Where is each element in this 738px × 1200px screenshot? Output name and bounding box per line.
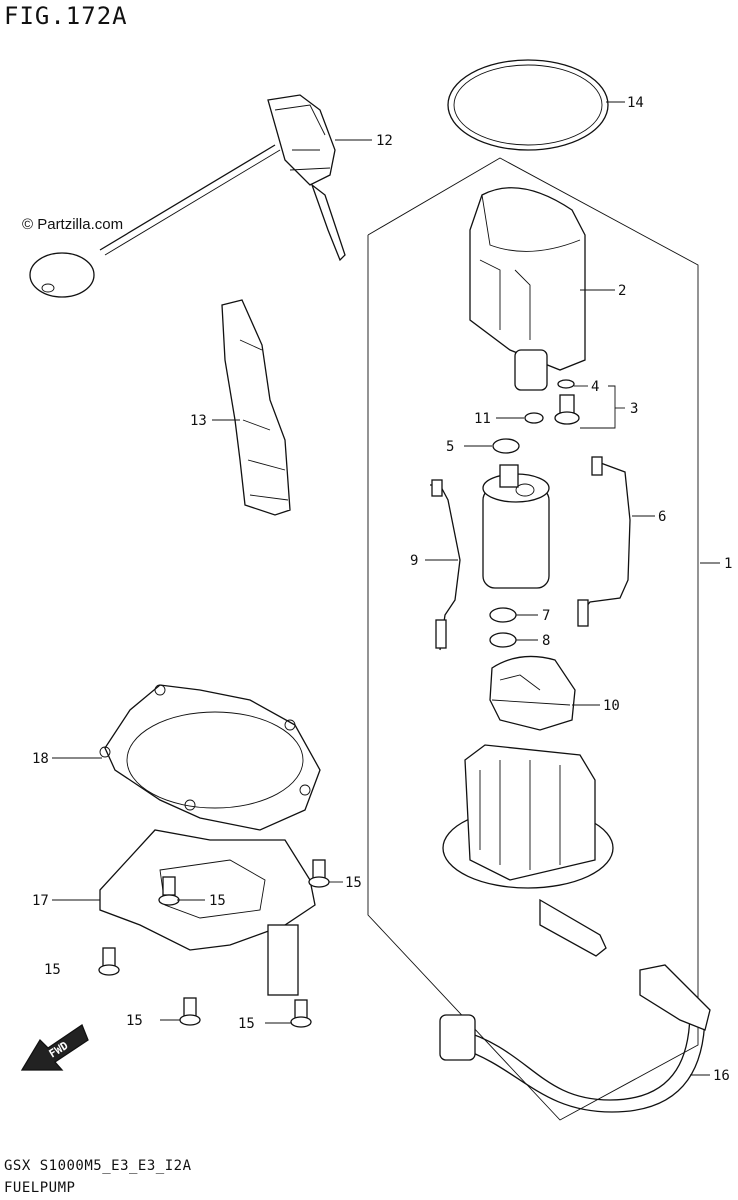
part-bracket-13[interactable]: [221, 299, 291, 516]
figure-title: FIG.172A: [4, 2, 128, 30]
callout-15-left[interactable]: 15: [44, 962, 61, 978]
callout-9[interactable]: 9: [410, 553, 418, 569]
part-pump-base[interactable]: [442, 744, 614, 957]
leader-lines: [52, 101, 720, 1076]
part-o-ring-5[interactable]: [492, 438, 520, 454]
callout-1[interactable]: 1: [724, 556, 732, 572]
part-fuel-pump-motor[interactable]: [482, 464, 550, 589]
part-lead-wire-6[interactable]: [577, 456, 631, 627]
part-pump-case-2[interactable]: [469, 187, 586, 391]
callout-18[interactable]: 18: [32, 751, 49, 767]
callout-16[interactable]: 16: [713, 1068, 730, 1084]
part-holder-10[interactable]: [489, 655, 576, 731]
part-fuel-hose-16[interactable]: [439, 964, 711, 1113]
callout-15-right[interactable]: 15: [345, 875, 362, 891]
watermark: © Partzilla.com: [22, 216, 124, 233]
callout-4[interactable]: 4: [591, 379, 599, 395]
part-o-ring-14[interactable]: [447, 59, 609, 151]
fwd-arrow: [20, 1024, 89, 1071]
callout-11[interactable]: 11: [474, 411, 491, 427]
part-ring-7[interactable]: [489, 607, 517, 623]
footer-code: GSX S1000M5_E3_E3_I2A: [4, 1158, 192, 1174]
callout-14[interactable]: 14: [627, 95, 644, 111]
assembly-frame: [367, 157, 699, 1121]
part-regulator-3[interactable]: [554, 379, 580, 425]
callout-5[interactable]: 5: [446, 439, 454, 455]
callout-3[interactable]: 3: [630, 401, 638, 417]
part-fuel-level-sender-12[interactable]: [29, 94, 346, 298]
callout-6[interactable]: 6: [658, 509, 666, 525]
callout-17[interactable]: 17: [32, 893, 49, 909]
callout-15-bottom-left[interactable]: 15: [126, 1013, 143, 1029]
callout-2[interactable]: 2: [618, 283, 626, 299]
callout-8[interactable]: 8: [542, 633, 550, 649]
part-screw-15[interactable]: [98, 859, 330, 1028]
footer-name: FUELPUMP: [4, 1180, 76, 1196]
part-lead-wire-9[interactable]: [430, 479, 461, 651]
callout-15-center[interactable]: 15: [209, 893, 226, 909]
part-ring-8[interactable]: [489, 632, 517, 648]
callout-7[interactable]: 7: [542, 608, 550, 624]
part-gasket-18[interactable]: [99, 684, 321, 831]
part-o-ring-11[interactable]: [524, 412, 544, 424]
callout-13[interactable]: 13: [190, 413, 207, 429]
callout-12[interactable]: 12: [376, 133, 393, 149]
callout-10[interactable]: 10: [603, 698, 620, 714]
callout-15-bottom-right[interactable]: 15: [238, 1016, 255, 1032]
part-plate-17[interactable]: [99, 829, 316, 996]
